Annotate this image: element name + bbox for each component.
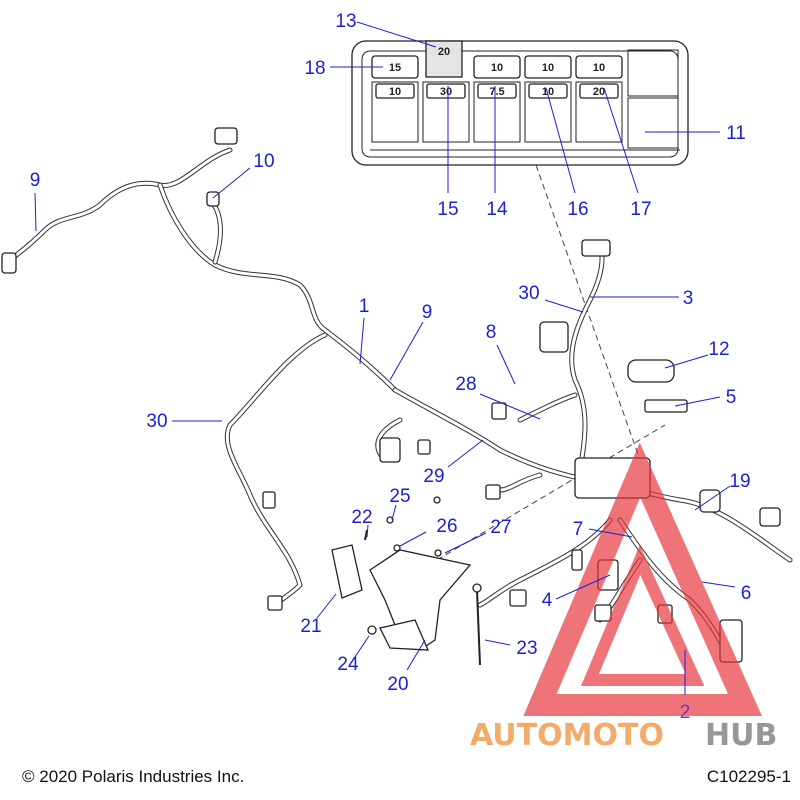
callout-26: 26	[436, 516, 457, 537]
callout-12: 12	[708, 339, 729, 360]
callout-23: 23	[516, 638, 537, 659]
callout-9: 9	[30, 170, 41, 191]
callout-28: 28	[455, 374, 476, 395]
callout-6: 6	[741, 583, 752, 604]
callout-16: 16	[567, 199, 588, 220]
callout-22: 22	[351, 507, 372, 528]
relay-component	[539, 321, 569, 353]
fuse-strip	[644, 399, 688, 413]
callout-30: 30	[146, 411, 167, 432]
fuse-value: 30	[440, 86, 452, 98]
copyright-text: © 2020 Polaris Industries Inc.	[22, 767, 244, 786]
callout-9: 9	[422, 302, 433, 323]
callout-30: 30	[518, 283, 539, 304]
bracket-assembly	[331, 496, 482, 666]
callout-13: 13	[335, 11, 356, 32]
callout-14: 14	[486, 199, 508, 220]
callout-15: 15	[437, 199, 458, 220]
callout-24: 24	[337, 654, 359, 675]
fuse-value-top: 20	[438, 46, 450, 58]
callout-labels: 13 18 15 14 16 17 11 9 10 1 9 3 30 8 12 …	[30, 11, 752, 723]
callout-17: 17	[630, 199, 651, 220]
callout-8: 8	[486, 322, 497, 343]
callout-4: 4	[542, 590, 553, 611]
callout-19: 19	[729, 471, 750, 492]
watermark: AUTOMOTO HUB	[470, 442, 777, 753]
fuse-value: 15	[389, 62, 401, 74]
fuse-value: 10	[389, 86, 401, 98]
callout-18: 18	[304, 58, 325, 79]
callout-11: 11	[726, 123, 746, 144]
triangle-logo	[523, 442, 762, 716]
diagram-code: C102295-1	[707, 767, 791, 786]
fuse-value: 10	[491, 62, 503, 74]
callout-5: 5	[726, 387, 737, 408]
callout-29: 29	[423, 466, 444, 487]
fuse-value: 7.5	[489, 86, 504, 98]
callout-10: 10	[253, 151, 274, 172]
fuse-value: 20	[593, 86, 605, 98]
callout-20: 20	[387, 674, 408, 695]
callout-27: 27	[490, 517, 511, 538]
fuse-box-cover	[627, 359, 675, 383]
projection-line	[535, 164, 641, 461]
callout-25: 25	[389, 486, 410, 507]
callout-leaders	[34, 21, 736, 695]
callout-1: 1	[359, 296, 370, 317]
fuse-value: 10	[542, 62, 554, 74]
projection-line	[419, 424, 666, 571]
callout-3: 3	[683, 288, 694, 309]
watermark-text-part1: AUTOMOTO	[470, 718, 664, 753]
callout-2: 2	[680, 702, 691, 723]
fuse-value: 10	[542, 86, 554, 98]
fuse-box: 20 15 10 10 10 10 30 7.5 10 20	[351, 40, 689, 166]
callout-21: 21	[300, 616, 321, 637]
watermark-text-part2: HUB	[705, 718, 777, 753]
callout-7: 7	[573, 519, 584, 540]
fuse-value: 10	[593, 62, 605, 74]
